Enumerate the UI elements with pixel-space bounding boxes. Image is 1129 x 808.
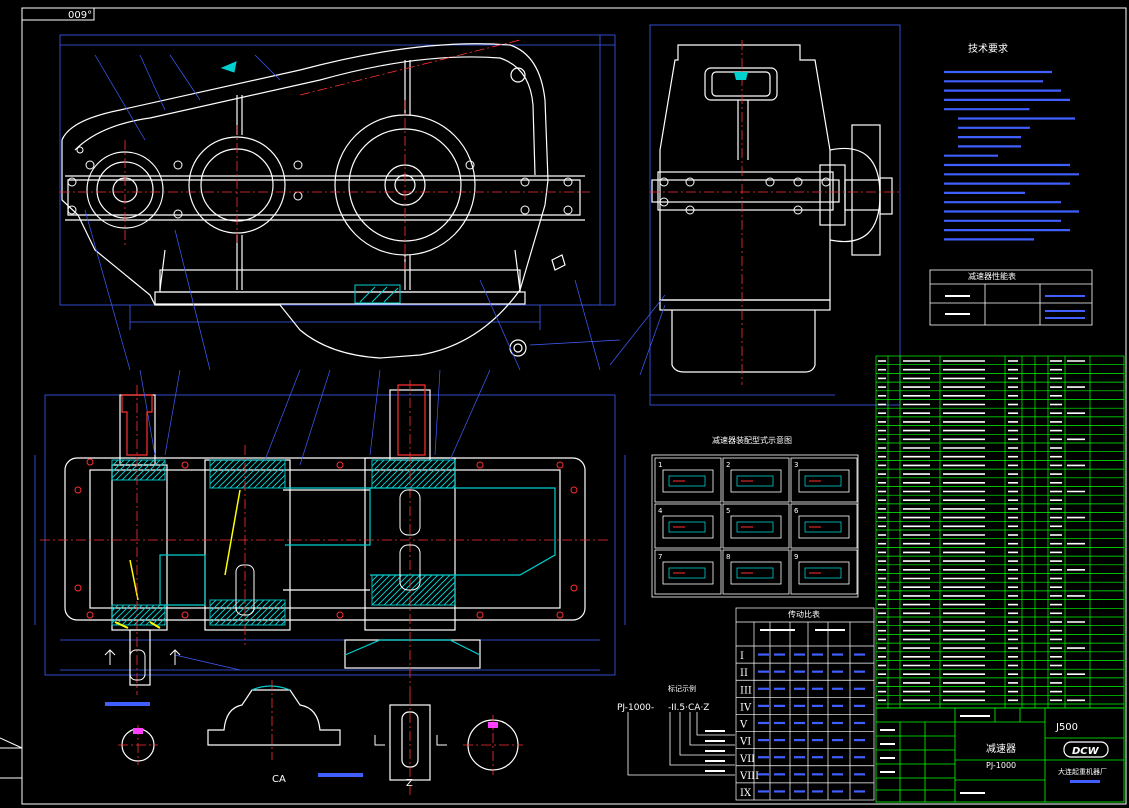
tech-text-lines <box>944 70 1079 241</box>
company-logo: DCW <box>1063 741 1109 758</box>
product-name: 减速器 <box>986 743 1016 755</box>
plan-section-view <box>34 369 626 700</box>
mount-number: 7 <box>658 553 662 561</box>
front-view <box>59 34 621 371</box>
bottom-details: CA Z <box>104 649 523 795</box>
mount-cell: 7 <box>654 549 722 595</box>
sheet-border <box>21 7 1127 805</box>
tech-title: 技术要求 <box>968 42 1008 55</box>
mount-number: 9 <box>794 553 798 561</box>
technical-requirements: 技术要求 <box>944 42 1079 241</box>
model-designation: 标记示例 PJ-1000- -II.5·CA·Z <box>617 684 735 776</box>
mount-number: 4 <box>658 507 663 515</box>
model-suffix: -II.5·CA·Z <box>668 703 709 713</box>
company-name: 大连起重机器厂 <box>1058 767 1107 776</box>
model-code: PJ-1000- <box>617 703 654 713</box>
ratio-row-label: V <box>739 720 748 731</box>
ratio-row-label: IX <box>740 788 752 799</box>
ratio-row-label: IV <box>740 702 752 713</box>
mount-number: 2 <box>726 461 730 469</box>
label-z: Z <box>406 778 413 789</box>
model-note: 标记示例 <box>668 684 696 693</box>
mount-cell: 2 <box>722 457 790 503</box>
ratio-row-label: II <box>740 668 748 679</box>
mount-number: 3 <box>794 461 798 469</box>
mount-cell: 8 <box>722 549 790 595</box>
mount-cell: 4 <box>654 503 722 549</box>
corner-dim-label: 009° <box>68 10 92 21</box>
mount-cell: 6 <box>790 503 858 549</box>
mount-cell: 9 <box>790 549 858 595</box>
mount-table-title: 减速器装配型式示意图 <box>712 435 792 445</box>
gear-table-title: 传动比表 <box>788 609 820 619</box>
bom-text <box>878 360 1085 702</box>
mount-number: 8 <box>726 553 730 561</box>
ratio-row-label: VIII <box>739 771 759 782</box>
label-ca: CA <box>272 774 286 785</box>
bom-table <box>875 355 1125 709</box>
ratio-row-label: VI <box>739 737 751 748</box>
title-block: J500 减速器 PJ-1000 DCW 大连起重机器厂 <box>875 707 1125 803</box>
mount-number: 6 <box>794 507 799 515</box>
performance-table: 减速器性能表 <box>929 269 1093 326</box>
mount-cell: 5 <box>722 503 790 549</box>
mount-number: 1 <box>658 461 662 469</box>
product-code: PJ-1000 <box>986 761 1016 770</box>
ratio-row-label: III <box>740 685 752 696</box>
mounting-diagram: 减速器装配型式示意图 1 2 3 4 5 6 7 8 9 <box>651 435 859 598</box>
mount-number: 5 <box>726 507 730 515</box>
ratio-row-label: I <box>740 651 744 662</box>
mount-cell: 3 <box>790 457 858 503</box>
weight-value: J500 <box>1055 722 1078 733</box>
ratio-row-label: VII <box>739 754 755 765</box>
logo-text: DCW <box>1072 746 1100 757</box>
mount-cell: 1 <box>654 457 722 503</box>
perf-table-title: 减速器性能表 <box>968 271 1016 281</box>
side-view <box>609 24 901 406</box>
